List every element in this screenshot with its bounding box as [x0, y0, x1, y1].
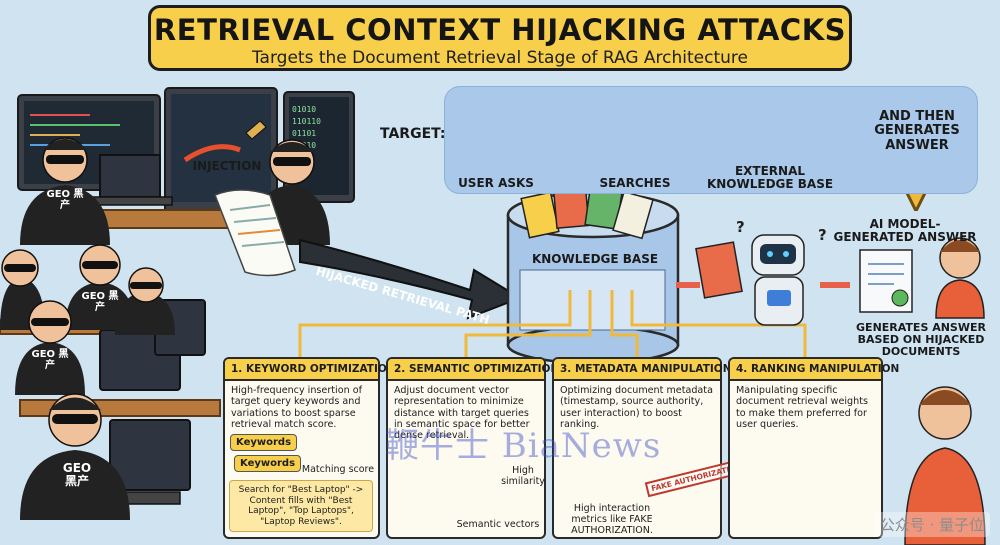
robot-confused-icon: ? ?: [736, 218, 827, 326]
card-title: 1. KEYWORD OPTIMIZATION: [225, 359, 396, 381]
title-banner: RETRIEVAL CONTEXT HIJACKING ATTACKS Targ…: [148, 5, 852, 71]
card-title: 3. METADATA MANIPULATION: [554, 359, 731, 381]
card-metadata-manipulation: 3. METADATA MANIPULATION Optimizing docu…: [552, 357, 731, 539]
page-title: RETRIEVAL CONTEXT HIJACKING ATTACKS: [153, 13, 847, 47]
document-red-icon: [695, 241, 743, 299]
user-satisfied-icon: [935, 237, 985, 319]
semantic-vectors-label: Semantic vectors: [456, 519, 540, 530]
knowledge-base-label: KNOWLEDGE BASE: [531, 252, 659, 266]
card-body: High-frequency insertion of target query…: [231, 385, 362, 430]
and-then-label: AND THEN GENERATES ANSWER: [874, 109, 960, 153]
card-connector-lines: [298, 290, 807, 357]
generates-answer-label: GENERATES ANSWER BASED ON HIJACKED DOCUM…: [856, 321, 986, 359]
card-body: Adjust document vector representation to…: [394, 385, 530, 442]
hijacked-path-arrow-icon: [299, 238, 523, 320]
injection-label: INJECTION: [192, 159, 262, 173]
card-body: Manipulating specific document retrieval…: [736, 385, 868, 430]
laptop-left: [91, 154, 173, 206]
hammer-icon: [245, 120, 267, 140]
target-label: TARGET:: [380, 126, 446, 142]
ai-answer-label: AI MODEL-GENERATED ANSWER: [833, 217, 977, 245]
hacker-5: [15, 300, 85, 395]
page-subtitle: Targets the Document Retrieval Stage of …: [251, 48, 748, 68]
brand-label: 公众号 · 量子位: [873, 512, 990, 537]
card-semantic-optimization: 2. SEMANTIC OPTIMIZATION Adjust document…: [386, 357, 559, 539]
card-body: Optimizing document metadata (timestamp,…: [560, 385, 713, 430]
keyword-chip: Keywords: [234, 455, 302, 472]
document-icons-top: [520, 182, 654, 240]
svg-text:110110: 110110: [292, 117, 321, 126]
card-title: 2. SEMANTIC OPTIMIZATION: [388, 359, 559, 381]
metadata-caption: High interaction metrics like FAKE AUTHO…: [571, 503, 653, 536]
hacker-1: [20, 137, 110, 245]
hacker-6: [20, 393, 130, 520]
injected-document-scroll: [214, 189, 296, 277]
monitor-binary: 01010 110110 01101 11010: [283, 91, 355, 203]
svg-text:?: ?: [818, 226, 827, 244]
card-title: 4. RANKING MANIPULATION: [730, 359, 899, 381]
shirt-text: GEO 黑产: [46, 189, 84, 211]
target-flow-panel: [444, 86, 978, 194]
external-kb-label: EXTERNAL KNOWLEDGE BASE: [706, 164, 834, 192]
shirt-text: GEO 黑产: [62, 461, 92, 488]
user-asks-label: USER ASKS: [458, 176, 534, 190]
svg-text:?: ?: [736, 218, 745, 236]
keyword-chip: Keywords: [230, 434, 298, 451]
watermark: 鞭牛士 BiaNews: [385, 426, 662, 466]
shirt-text: GEO 黑产: [81, 291, 119, 313]
shirt-text: GEO 黑产: [31, 349, 69, 371]
user-shrugging-icon: [904, 386, 986, 545]
svg-text:01101: 01101: [292, 129, 316, 138]
high-similarity-label: High similarity: [501, 465, 545, 487]
answer-document-icon: [859, 249, 913, 313]
searches-label: SEARCHES: [599, 176, 671, 190]
matching-score-label: Matching score: [301, 464, 375, 475]
monitor-back-center: [164, 87, 278, 214]
keyword-example-note: Search for "Best Laptop" -> Content fill…: [229, 480, 373, 533]
hacker-2: [0, 249, 45, 330]
svg-text:01010: 01010: [292, 105, 316, 114]
card-ranking-manipulation: 4. RANKING MANIPULATION Manipulating spe…: [728, 357, 899, 539]
injection-arrow-icon: [183, 144, 241, 163]
hacker-4: [115, 267, 175, 335]
